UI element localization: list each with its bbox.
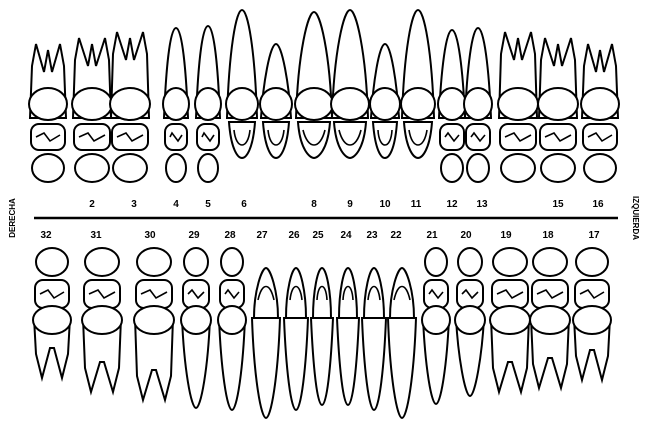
tooth-number-17: 17	[588, 230, 600, 241]
upper-tooth-15	[538, 38, 578, 182]
tooth-number-8: 8	[311, 199, 317, 210]
lower-tooth-17	[573, 248, 611, 380]
lower-tooth-27	[252, 268, 280, 418]
lower-tooth-21	[422, 248, 450, 404]
lower-tooth-29	[181, 248, 211, 408]
upper-tooth-1	[29, 44, 67, 182]
tooth-number-29: 29	[188, 230, 200, 241]
lower-tooth-18	[530, 248, 570, 388]
tooth-number-9: 9	[347, 199, 353, 210]
tooth-number-11: 11	[411, 199, 422, 210]
side-label-left: IZQUIERDA	[631, 196, 640, 240]
upper-tooth-4	[163, 28, 189, 182]
lower-tooth-28	[218, 248, 246, 410]
tooth-number-16: 16	[592, 199, 604, 210]
tooth-number-5: 5	[205, 199, 211, 210]
upper-tooth-5	[195, 26, 221, 182]
lower-tooth-32	[33, 248, 71, 378]
tooth-number-23: 23	[366, 230, 378, 241]
lower-number-row: 32 31 30 29 28 27 26 25 24 23 22 21 20 19 18 17	[40, 230, 600, 241]
tooth-number-15: 15	[552, 199, 564, 210]
upper-tooth-11	[401, 10, 435, 158]
lower-tooth-25	[311, 268, 333, 405]
tooth-number-27: 27	[256, 230, 268, 241]
side-label-right: DERECHA	[8, 198, 17, 238]
lower-tooth-20	[455, 248, 485, 396]
tooth-number-6: 6	[241, 199, 247, 210]
upper-tooth-9	[331, 10, 369, 158]
tooth-number-28: 28	[224, 230, 236, 241]
tooth-number-20: 20	[460, 230, 472, 241]
upper-tooth-16	[581, 44, 619, 182]
upper-tooth-10	[370, 44, 400, 158]
upper-tooth-14	[498, 32, 538, 182]
lower-tooth-19	[490, 248, 530, 392]
upper-tooth-6	[226, 10, 258, 158]
lower-tooth-23	[362, 268, 386, 410]
lower-tooth-30	[134, 248, 174, 400]
tooth-number-25: 25	[312, 230, 324, 241]
tooth-number-13: 13	[476, 199, 488, 210]
upper-number-row: 2 3 4 5 6 8 9 10 11 12 13 15 16	[89, 199, 604, 210]
upper-arch	[29, 10, 619, 182]
tooth-number-21: 21	[426, 230, 438, 241]
tooth-number-3: 3	[131, 199, 137, 210]
tooth-number-22: 22	[390, 230, 402, 241]
tooth-number-30: 30	[144, 230, 156, 241]
tooth-number-18: 18	[542, 230, 554, 241]
upper-tooth-3	[110, 32, 150, 182]
lower-tooth-24	[337, 268, 359, 405]
tooth-number-31: 31	[90, 230, 102, 241]
tooth-number-2: 2	[89, 199, 95, 210]
tooth-number-10: 10	[379, 199, 391, 210]
upper-tooth-2	[72, 38, 112, 182]
lower-tooth-22	[388, 268, 416, 418]
lower-tooth-26	[284, 268, 308, 410]
tooth-number-19: 19	[500, 230, 512, 241]
upper-tooth-13	[464, 28, 492, 182]
tooth-number-4: 4	[173, 199, 179, 210]
upper-tooth-8	[295, 12, 333, 158]
upper-tooth-12	[438, 30, 466, 182]
lower-tooth-31	[82, 248, 122, 392]
tooth-number-26: 26	[288, 230, 300, 241]
tooth-number-32: 32	[40, 230, 52, 241]
tooth-number-12: 12	[446, 199, 458, 210]
tooth-number-24: 24	[340, 230, 352, 241]
lower-arch	[33, 248, 611, 418]
upper-tooth-7	[260, 44, 292, 158]
